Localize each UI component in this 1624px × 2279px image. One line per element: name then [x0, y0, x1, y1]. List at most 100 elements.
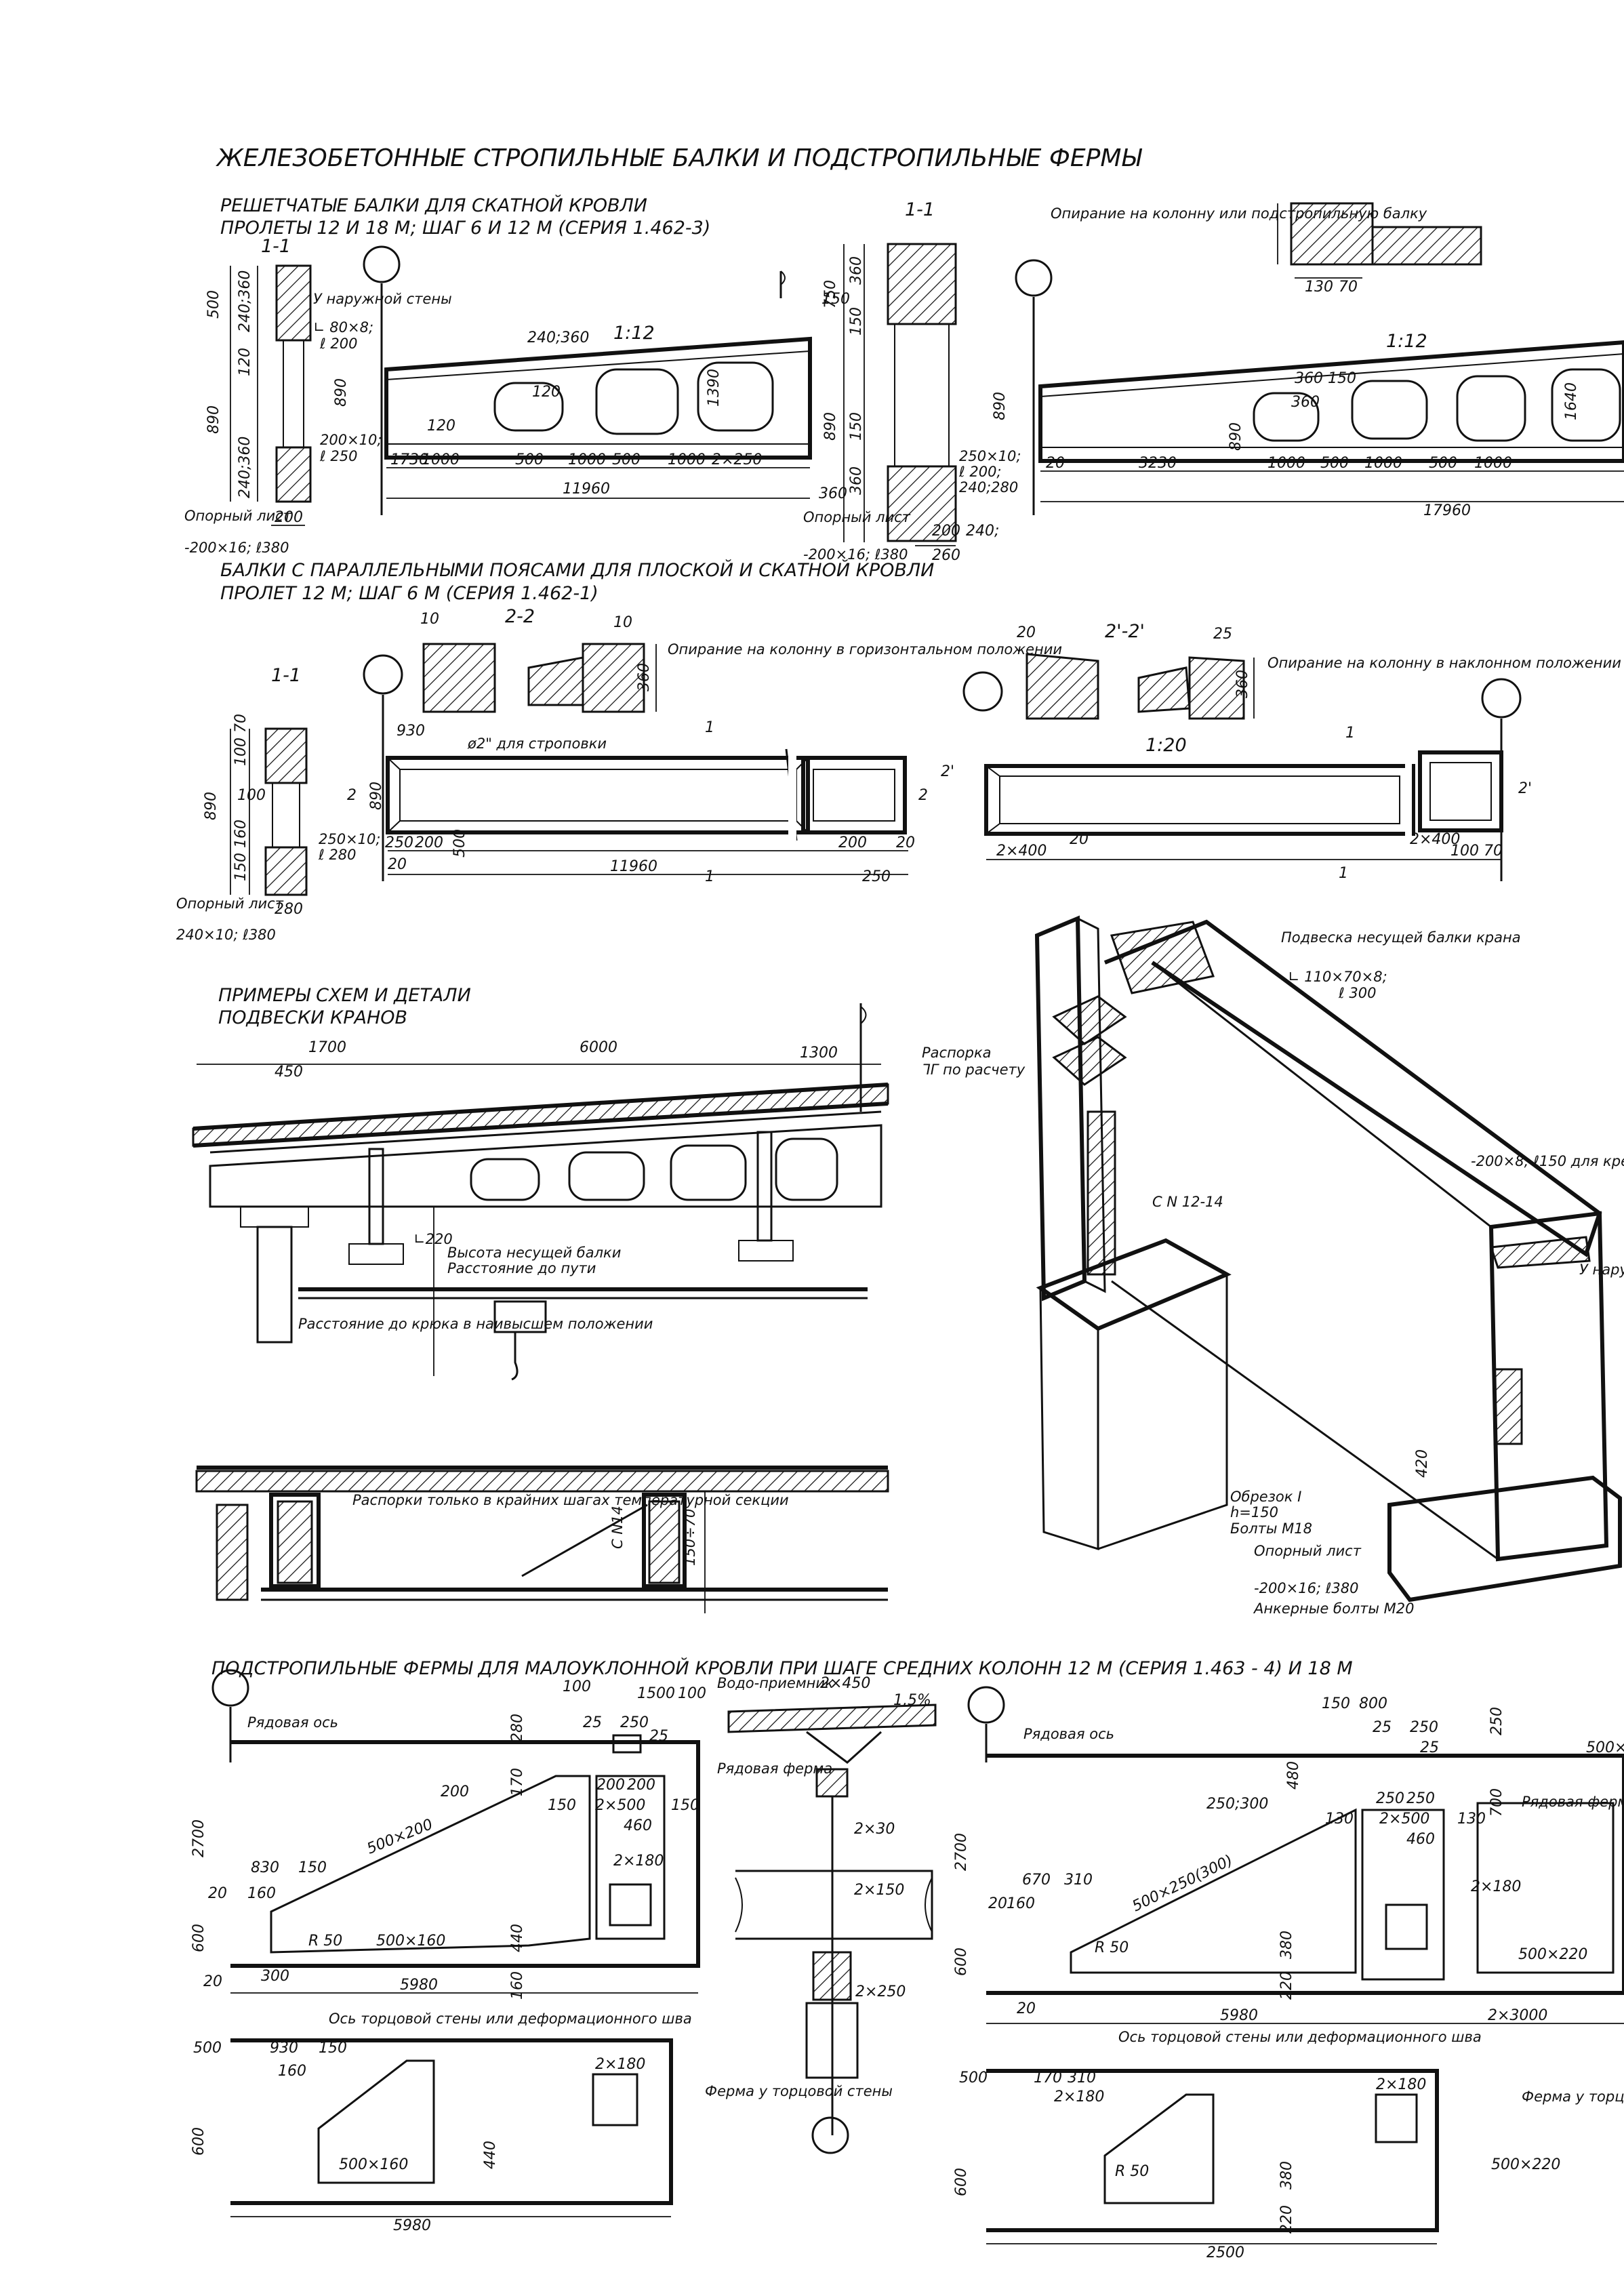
axis-marker — [363, 654, 403, 695]
note: Опорный лист — [176, 895, 284, 912]
dim-label: 360 — [848, 466, 865, 495]
note: Ⅽ N 12-14 — [1152, 1194, 1223, 1210]
break-gap — [1405, 759, 1412, 841]
note: ℓ 250 — [319, 448, 357, 464]
lattice-beam-12m: 11960 1000 500 1000 500 1000 2×250 1730 … — [333, 245, 850, 515]
dim-label: 500×160 — [376, 1933, 445, 1950]
dim-label: 1300 — [800, 1045, 838, 1062]
dim-label: 150 160 — [232, 820, 249, 881]
dim-label: 250 — [862, 868, 891, 885]
section-2-2-detail: 2-2 10 10 360 Опирание на колонну в гори… — [420, 606, 1062, 713]
axis-marker — [211, 1669, 249, 1707]
dim-label: 500×250 — [1586, 1739, 1624, 1756]
note: Обрезок I — [1230, 1489, 1301, 1505]
dim-label: 17960 — [1423, 502, 1471, 519]
axis-marker — [967, 1686, 1005, 1724]
dim-label: 830 — [251, 1859, 279, 1876]
section-mark: 2' — [941, 763, 954, 780]
dim-label: 160 — [1007, 1895, 1035, 1912]
dim-label: 460 — [1406, 1831, 1435, 1848]
note: Рядовая ось — [1023, 1726, 1114, 1742]
dim-label: 260 — [932, 547, 960, 564]
dim-label: 160 — [509, 1971, 526, 2000]
dim-label: 220 — [1278, 2205, 1295, 2234]
sec1-subtitle: ПРОЛЕТЫ 12 И 18 М; ШАГ 6 И 12 М (СЕРИЯ 1… — [220, 218, 710, 239]
dim-label: 700 — [1488, 1788, 1505, 1817]
sec3-title: ПРИМЕРЫ СХЕМ И ДЕТАЛИ — [218, 985, 471, 1006]
subtruss-right: Рядовая ось 150 800 25 250 25 250 500×25… — [953, 1686, 1624, 2261]
dim-label: 2500 — [1206, 2244, 1244, 2261]
section-crane-suspension: ПРИМЕРЫ СХЕМ И ДЕТАЛИ ПОДВЕСКИ КРАНОВ 17… — [192, 985, 889, 1613]
dim-label: 500 — [515, 451, 544, 468]
note: Опирание на колонну в наклонном положени… — [1267, 655, 1621, 671]
note: ℓ 200 — [319, 336, 357, 352]
section-subtrusses: ПОДСТРОПИЛЬНЫЕ ФЕРМЫ ДЛЯ МАЛОУКЛОННОЙ КР… — [190, 1657, 1624, 2261]
dim-label: 1390 — [706, 369, 723, 407]
note: Опирание на колонну в горизонтальном пол… — [668, 641, 1062, 658]
section-mark: 1 — [1345, 725, 1355, 742]
dim-label: 150 — [848, 307, 865, 336]
dim-label: 500 — [451, 829, 468, 858]
dim-label: 25 — [649, 1728, 668, 1745]
dim-label: 2×250 — [712, 451, 762, 468]
dim-label: 360 — [1291, 394, 1320, 411]
dim-label: 2×180 — [595, 2056, 645, 2073]
section-2p-2p-detail: 2'-2' 20 25 360 Опирание на колонну в на… — [1017, 621, 1621, 720]
dim-label: 2×180 — [1471, 1878, 1521, 1895]
dim-label: 600 — [190, 1924, 207, 1952]
dim-label: 930 — [397, 723, 425, 740]
slope-label: 1:20 — [1145, 735, 1187, 756]
note: Рядовая ось — [247, 1714, 338, 1731]
dim-label: 10 — [613, 614, 632, 631]
dim-label: 670 — [1022, 1872, 1051, 1889]
note: Ферма у торцовой стены — [1522, 2089, 1624, 2105]
dim-label: 300 — [261, 1968, 289, 1985]
dim-label: 2×500 — [1379, 1811, 1429, 1828]
dim-label: 2×400 — [1410, 831, 1460, 848]
section-isometric-detail: Распорка ᒣᒥ по расчету Ⅽ N 12-14 Подвеск… — [922, 915, 1624, 1617]
sec1-title: РЕШЕТЧАТЫЕ БАЛКИ ДЛЯ СКАТНОЙ КРОВЛИ — [220, 195, 647, 216]
axis-marker — [1481, 678, 1522, 719]
dim-label: 20 — [1017, 2000, 1036, 2017]
dim-label: 440 — [482, 2141, 499, 2169]
parallel-beam-horizontal: 11960 930 ø2" для строповки 890 500 250 … — [347, 654, 928, 885]
note: Рядовая ферма — [1522, 1794, 1624, 1810]
dim-label: 2×150 — [854, 1882, 904, 1899]
dim-label: 11960 — [610, 858, 657, 875]
section-mark: 1 — [705, 868, 714, 885]
dim-label: 440 — [509, 1924, 526, 1952]
dim-label: 20 — [988, 1895, 1007, 1912]
section-mark: 2 — [347, 787, 357, 804]
dim-label: 20 — [1046, 455, 1065, 472]
dim-label: 1640 — [1563, 382, 1580, 420]
dim-label: 500 — [1429, 455, 1457, 472]
note: 250×10; — [319, 831, 380, 847]
note: Ⅽ N14 — [609, 1506, 626, 1549]
dim-label: 1700 — [308, 1039, 346, 1056]
note: ∟ 110×70×8; — [1288, 969, 1387, 985]
dim-label: 360 — [848, 256, 865, 285]
note: ∟220 — [413, 1231, 453, 1247]
dim-label: 160 — [247, 1885, 276, 1902]
dim-label: 2700 — [190, 1819, 207, 1857]
dim-label: 250 — [385, 834, 413, 851]
dim-label: 890 — [203, 792, 220, 820]
note: h=150 — [1230, 1504, 1278, 1520]
dim-label: 20 — [896, 834, 915, 851]
note: Ось торцовой стены или деформационного ш… — [1118, 2029, 1482, 2045]
section-1-1-parallel: 1-1 890 100 70 150 160 100 250×10; ℓ 280… — [176, 665, 380, 943]
dim-label: 120 — [237, 348, 253, 376]
dim-label: 750 — [822, 280, 839, 308]
dim-label: 2×180 — [613, 1853, 664, 1870]
note: 250×10; — [959, 448, 1021, 464]
dim-label: 200 — [441, 1783, 469, 1800]
dim-label: 500 — [612, 451, 641, 468]
dim-label: 200 — [838, 834, 867, 851]
dim-label: 100 70 — [232, 714, 249, 766]
dim-label: 2×180 — [1054, 2089, 1104, 2105]
section-mark: 2 — [918, 787, 928, 804]
dim-label: 20 — [1017, 624, 1036, 641]
note: Высота несущей балки — [447, 1245, 621, 1261]
dim-label: R 50 — [308, 1933, 342, 1950]
